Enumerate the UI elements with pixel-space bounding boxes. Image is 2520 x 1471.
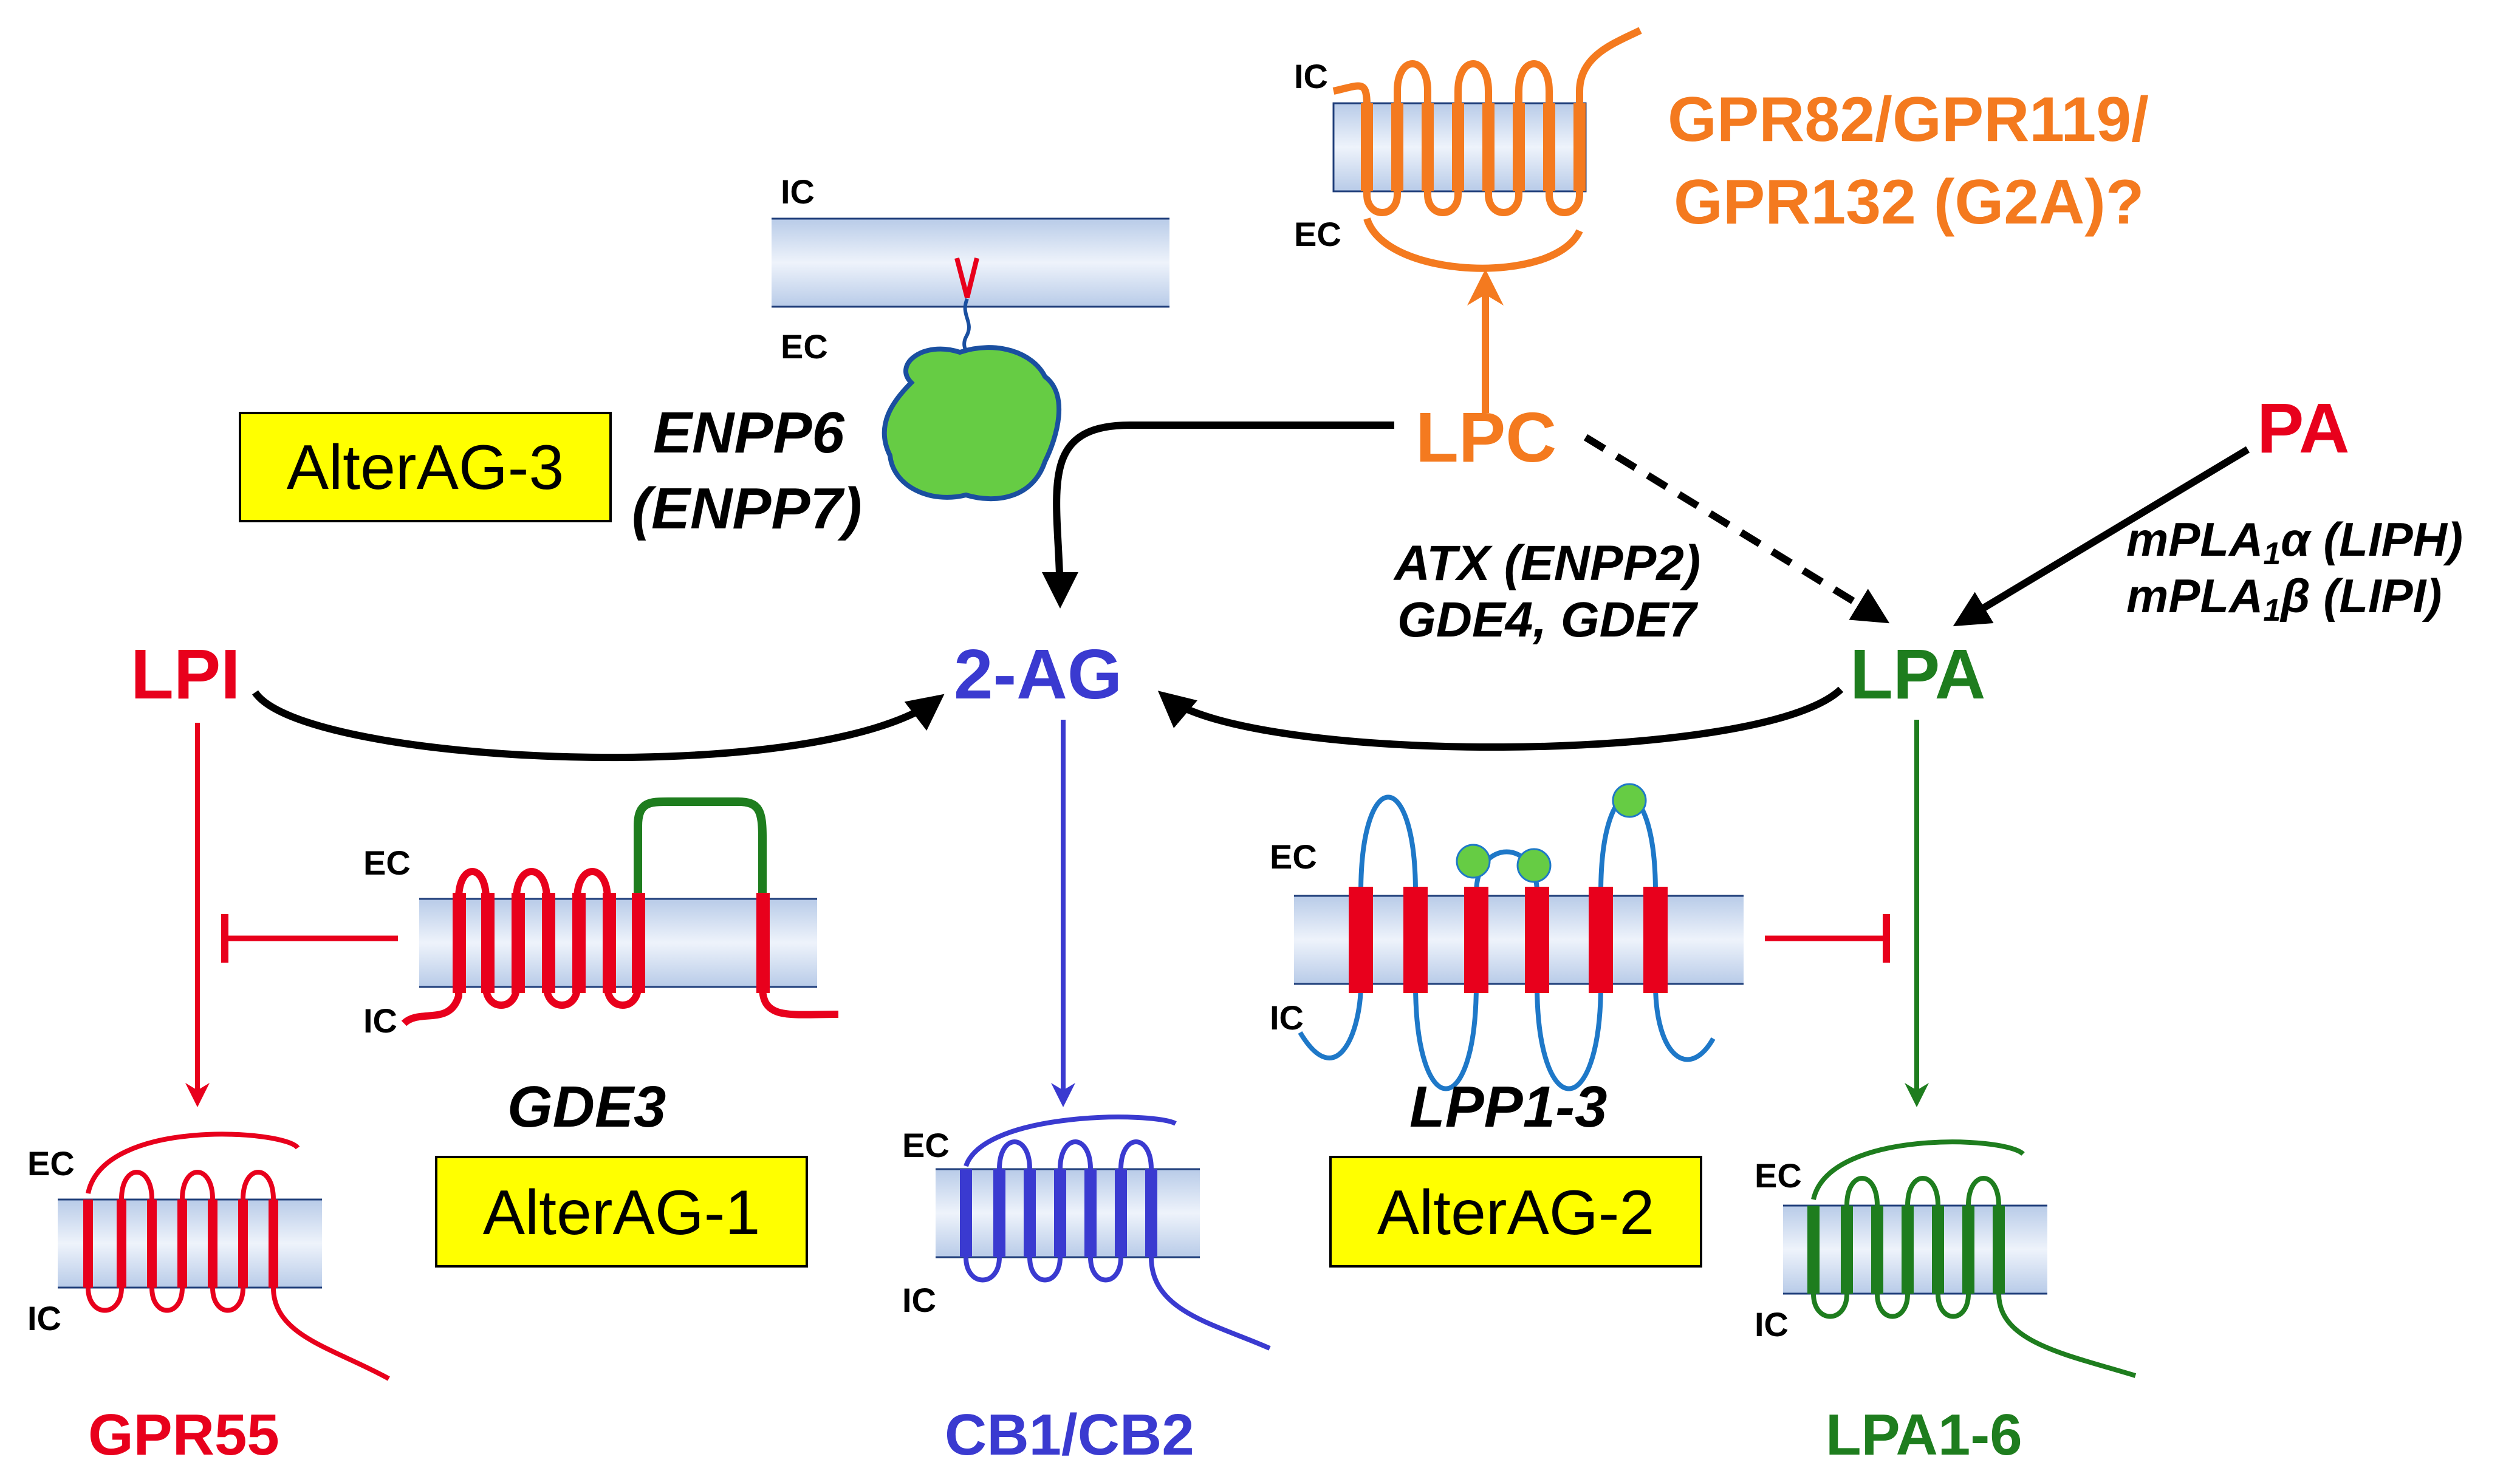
lpp-ic-label: IC (1270, 998, 1304, 1037)
cb-ic-label: IC (902, 1281, 936, 1319)
mpla-beta-label: mPLA1β (LIPI) (2126, 569, 2442, 628)
enpp6-ic-label: IC (781, 172, 815, 211)
enpp6-ec-label: EC (781, 327, 828, 366)
lpc-to-2ag-arrow (1041, 422, 1394, 609)
enpp6-protein-icon (882, 345, 1061, 502)
lpp-label: LPP1-3 (1409, 1074, 1607, 1139)
atx-label-line2: GDE4, GDE7 (1397, 592, 1699, 647)
lpc-to-lpa-arrow (1583, 434, 1890, 624)
lpa-label: LPA (1850, 635, 1985, 714)
lpa-to-2ag-arrow (1157, 686, 1844, 751)
gpr55-receptor-icon (58, 1131, 390, 1381)
enpp7-label: (ENPP7) (632, 476, 862, 541)
gde3-label: GDE3 (507, 1074, 666, 1139)
cb-ec-label: EC (902, 1126, 950, 1164)
mpla-alpha-label: mPLA1α (LIPH) (2126, 513, 2463, 572)
gpr82-receptor-icon (1332, 27, 1642, 272)
enpp6-membrane-icon (772, 217, 1169, 502)
gpr82-label-line2: GPR132 (G2A)? (1674, 167, 2144, 237)
gde3-ic-label: IC (363, 1002, 397, 1040)
gpr82-label-line1: GPR82/GPR119/ (1668, 84, 2149, 155)
atx-label-line1: ATX (ENPP2) (1393, 536, 1700, 591)
alterag2-box: AlterAG-2 (1329, 1156, 1702, 1268)
lpp-ec-label: EC (1270, 838, 1317, 876)
gpr55-ic-label: IC (27, 1299, 61, 1337)
alterag3-box: AlterAG-3 (239, 412, 612, 522)
gde3-enzyme-icon (401, 797, 839, 1026)
lpp-inhibition-marker (1765, 914, 1890, 963)
gpr82-ic-label: IC (1294, 57, 1328, 95)
gpr55-label: GPR55 (88, 1402, 279, 1467)
lpa16-ic-label: IC (1755, 1305, 1789, 1343)
enpp6-label: ENPP6 (653, 400, 844, 465)
cb-label: CB1/CB2 (945, 1402, 1194, 1467)
lpa16-ec-label: EC (1755, 1156, 1802, 1195)
alterag2-label: AlterAG-2 (1377, 1178, 1655, 1248)
gde3-ec-label: EC (363, 844, 411, 882)
gpr82-ec-label: EC (1294, 215, 1341, 253)
lpa16-receptor-icon (1783, 1139, 2137, 1378)
alterag1-box: AlterAG-1 (435, 1156, 808, 1268)
gde3-inhibition-marker (221, 914, 398, 963)
pa-to-lpa-arrow (1953, 446, 2250, 627)
lpi-label: LPI (131, 635, 240, 714)
gpr55-ec-label: EC (27, 1144, 75, 1183)
lpi-to-2ag-arrow (252, 690, 945, 762)
two-ag-label: 2-AG (954, 635, 1122, 714)
pa-label: PA (2257, 389, 2350, 468)
alterag3-label: AlterAG-3 (287, 432, 564, 503)
cb-receptor-icon (936, 1114, 1271, 1351)
lpa16-label: LPA1-6 (1826, 1402, 2022, 1467)
lpp-enzyme-icon (1294, 783, 1744, 1091)
alterag1-label: AlterAG-1 (483, 1178, 761, 1248)
